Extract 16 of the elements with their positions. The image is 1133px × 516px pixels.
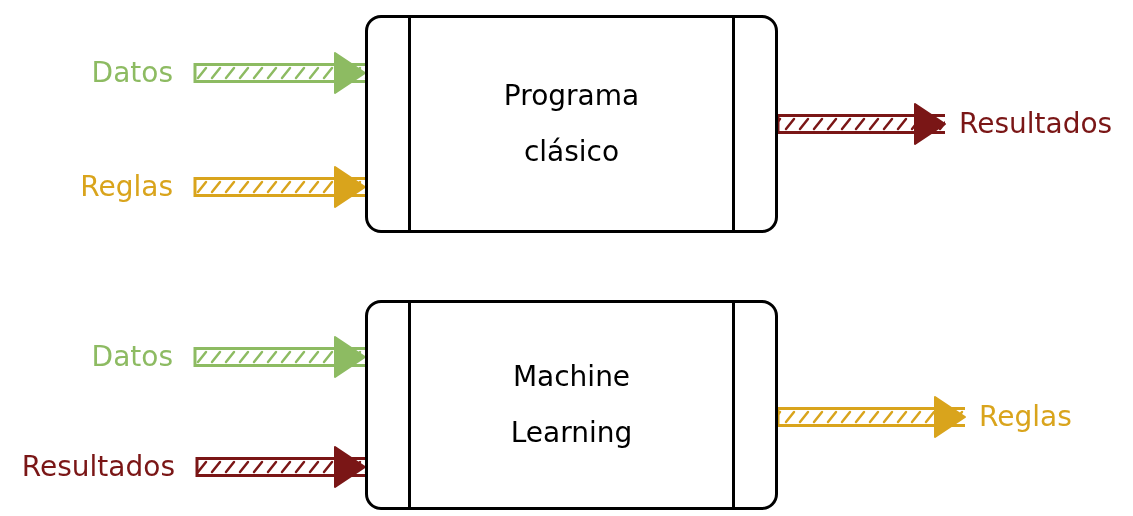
io-label: Resultados xyxy=(2,444,197,490)
io-label: Resultados xyxy=(945,101,1130,147)
io-label: Datos xyxy=(20,50,195,96)
arrow xyxy=(195,446,366,488)
box-label: Machine Learning xyxy=(509,359,634,451)
io-label: Reglas xyxy=(20,164,195,210)
process-box xyxy=(365,300,778,510)
arrow xyxy=(193,166,366,208)
arrow xyxy=(193,52,366,94)
box-label: Programa clásico xyxy=(502,78,641,170)
arrow xyxy=(776,103,946,145)
io-label: Datos xyxy=(20,334,195,380)
process-box xyxy=(365,15,778,233)
arrow xyxy=(776,396,966,438)
arrow xyxy=(193,336,366,378)
io-label: Reglas xyxy=(965,394,1095,440)
